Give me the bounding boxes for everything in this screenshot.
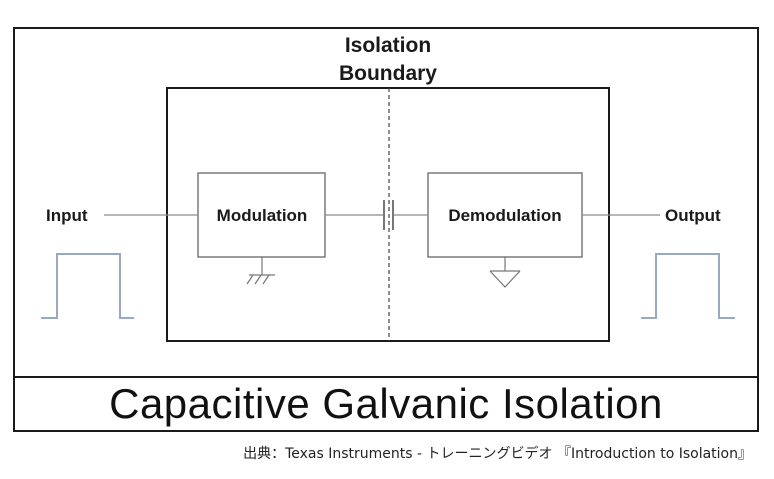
output-label: Output [665,206,721,225]
source-caption: 出典：Texas Instruments - トレーニングビデオ 『Introd… [243,446,752,462]
chassis-ground-icon [246,257,275,285]
signal-ground-icon [489,257,521,288]
modulation-label: Modulation [217,206,308,225]
input-label: Input [46,206,88,225]
input-pulse-waveform [41,253,134,319]
title-frame [13,376,759,432]
isolation-boundary-label: Isolation Boundary [320,32,456,88]
demodulation-label: Demodulation [448,206,561,225]
modulation-block [197,172,326,258]
diagram-title: Capacitive Galvanic Isolation [109,380,663,427]
output-pulse-waveform [641,253,735,319]
boundary-label-line1: Isolation [344,34,432,57]
boundary-label-line2: Boundary [338,62,437,85]
